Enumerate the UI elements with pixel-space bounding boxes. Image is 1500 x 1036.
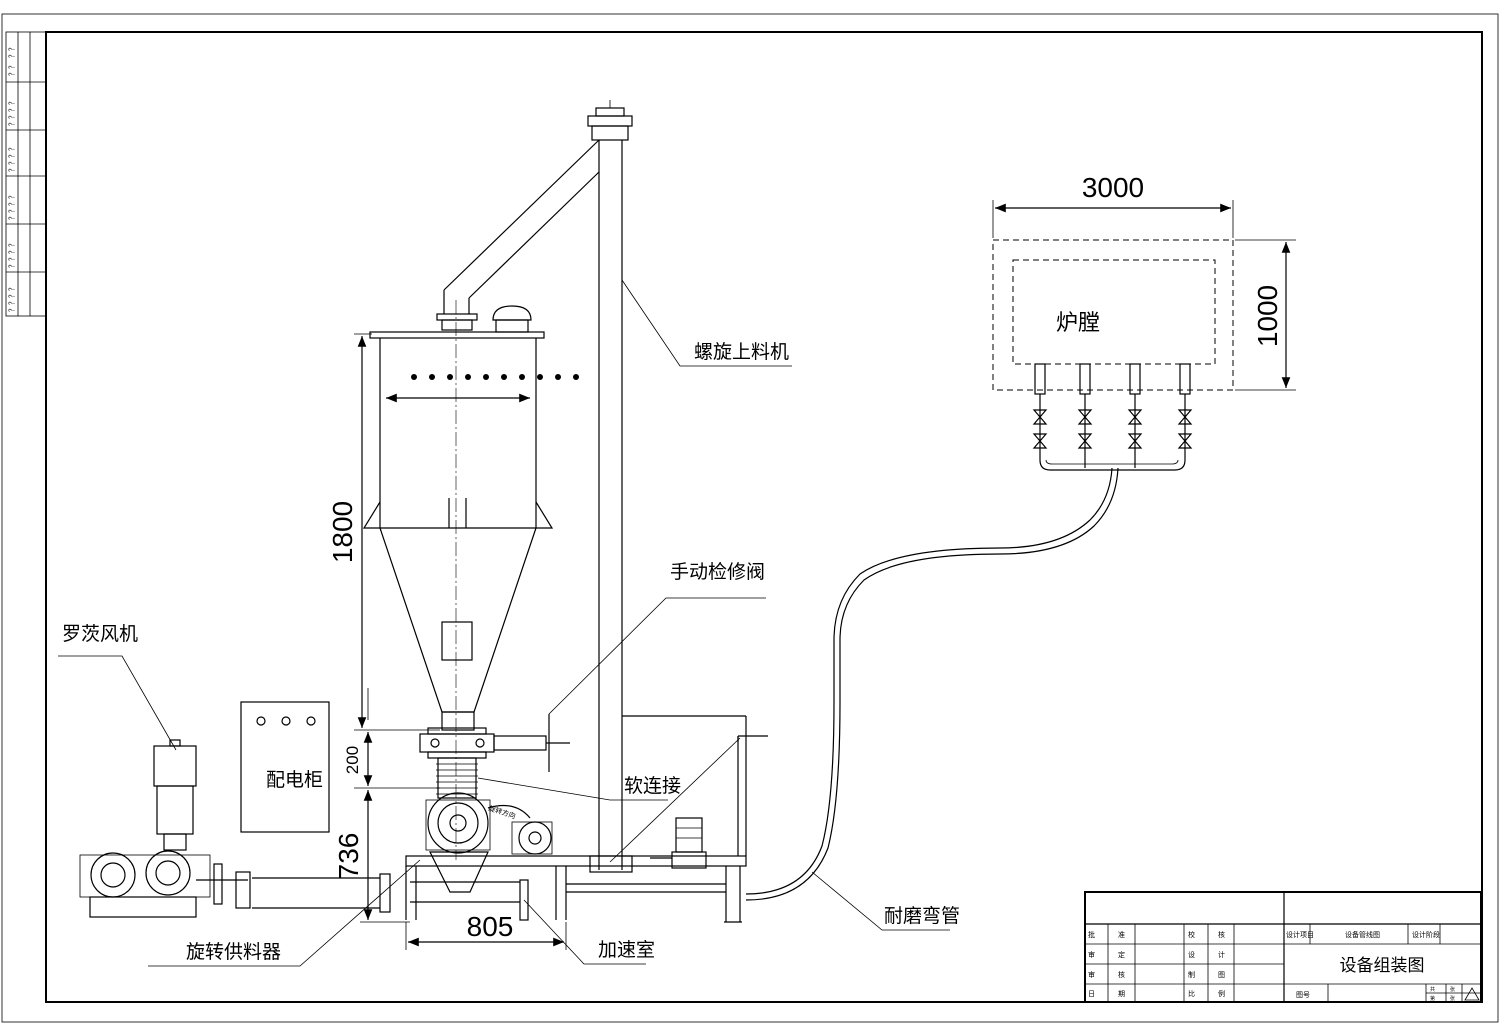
roots-blower [79, 739, 391, 918]
side-text: ？？ [8, 62, 16, 76]
tb-stage-label: 设计阶段 [1412, 930, 1440, 939]
tb-cell: 定 [1118, 950, 1125, 959]
tb-cell: 审 [1088, 950, 1095, 959]
side-text: ？？ [8, 144, 16, 158]
tb-cell: 核 [1218, 930, 1225, 939]
tb-cell: 设 [1188, 950, 1195, 959]
side-text: ？？ [8, 98, 16, 112]
side-text: ？？ [8, 240, 16, 254]
soft-connector [436, 757, 478, 799]
tb-cell: 校 [1188, 930, 1195, 939]
tb-cell: 日 [1088, 990, 1095, 998]
furnace [992, 239, 1234, 391]
tb-sheet: 张 [1450, 986, 1455, 993]
motor [650, 817, 707, 869]
labels: 螺旋上料机 炉膛 手动检修阀 罗茨风机 配电柜 软连接 耐磨弯管 旋转供料器 加… [62, 311, 1100, 963]
tb-sheet: 第 [1430, 995, 1435, 1002]
tb-cell: 期 [1118, 990, 1125, 998]
soft-connector-label: 软连接 [624, 775, 681, 797]
tb-cell: 核 [1118, 970, 1125, 979]
side-strip-text: ？？ ？？ ？？ ？？ ？？ ？？ ？？ ？？ ？？ ？？ ？？ ？？ [8, 44, 16, 312]
leader-lines [58, 279, 950, 967]
tb-sheet: 张 [1450, 995, 1455, 1002]
rotary-feeder-label: 旋转供料器 [186, 941, 281, 963]
tb-cell: 例 [1218, 989, 1225, 998]
furnace-nozzles [1032, 363, 1193, 471]
control-cabinet-label: 配电柜 [266, 769, 323, 791]
accel-chamber-label: 加速室 [598, 939, 655, 961]
manual-valve [419, 714, 570, 772]
silo [362, 300, 554, 860]
tb-cell: 计 [1218, 950, 1225, 959]
side-text: ？？ [8, 44, 16, 58]
tb-project-label: 设计项目 [1286, 930, 1314, 939]
base-frame [405, 715, 768, 923]
rotary-feeder [425, 792, 553, 893]
side-text: ？？ [8, 254, 16, 268]
silo-dots [411, 374, 579, 380]
dimension-lines [354, 200, 1296, 950]
tb-project-value: 设备管线图 [1345, 930, 1380, 939]
side-text: ？？ [8, 298, 16, 312]
title-block [1084, 891, 1482, 1003]
tb-cell: 审 [1088, 970, 1095, 979]
side-text: ？？ [8, 192, 16, 206]
dim-furnace-width: 3000 [1082, 172, 1144, 203]
dim-furnace-height: 1000 [1252, 285, 1283, 347]
dim-valve-gap: 200 [343, 746, 362, 774]
screw-feeder-label: 螺旋上料机 [694, 341, 789, 363]
dim-feeder-height: 736 [333, 833, 364, 880]
tb-cell: 制 [1188, 970, 1195, 979]
tb-drawing-no-label: 图号 [1296, 991, 1310, 999]
conveying-pipe [745, 467, 1119, 901]
side-text: ？？ [8, 206, 16, 220]
tb-cell: 比 [1188, 989, 1195, 998]
roots-blower-label: 罗茨风机 [62, 623, 138, 645]
drawing-frame [1, 13, 1499, 1023]
side-text: ？？ [8, 158, 16, 172]
side-text: ？？ [8, 112, 16, 126]
manual-valve-label: 手动检修阀 [670, 561, 765, 583]
control-cabinet [240, 701, 330, 833]
tb-cell: 图 [1218, 971, 1225, 979]
dim-silo-height: 1800 [327, 501, 358, 563]
furnace-label: 炉膛 [1056, 311, 1100, 336]
wear-bend-label: 耐磨弯管 [884, 905, 960, 927]
dim-base-width: 805 [467, 911, 514, 942]
side-text: ？？ [8, 284, 16, 298]
tb-cell: 准 [1118, 930, 1125, 939]
tb-cell: 批 [1088, 930, 1095, 939]
title-block-text: 批 准 校 核 审 定 设 计 审 核 制 图 日 期 比 例 设计项目 设备管… [1088, 930, 1455, 1002]
screw-feeder [436, 100, 633, 873]
dimension-text: 3000 1000 1800 200 736 805 [327, 172, 1283, 942]
tb-sheet: 共 [1430, 986, 1435, 993]
tb-drawing-title: 设备组装图 [1340, 956, 1425, 976]
